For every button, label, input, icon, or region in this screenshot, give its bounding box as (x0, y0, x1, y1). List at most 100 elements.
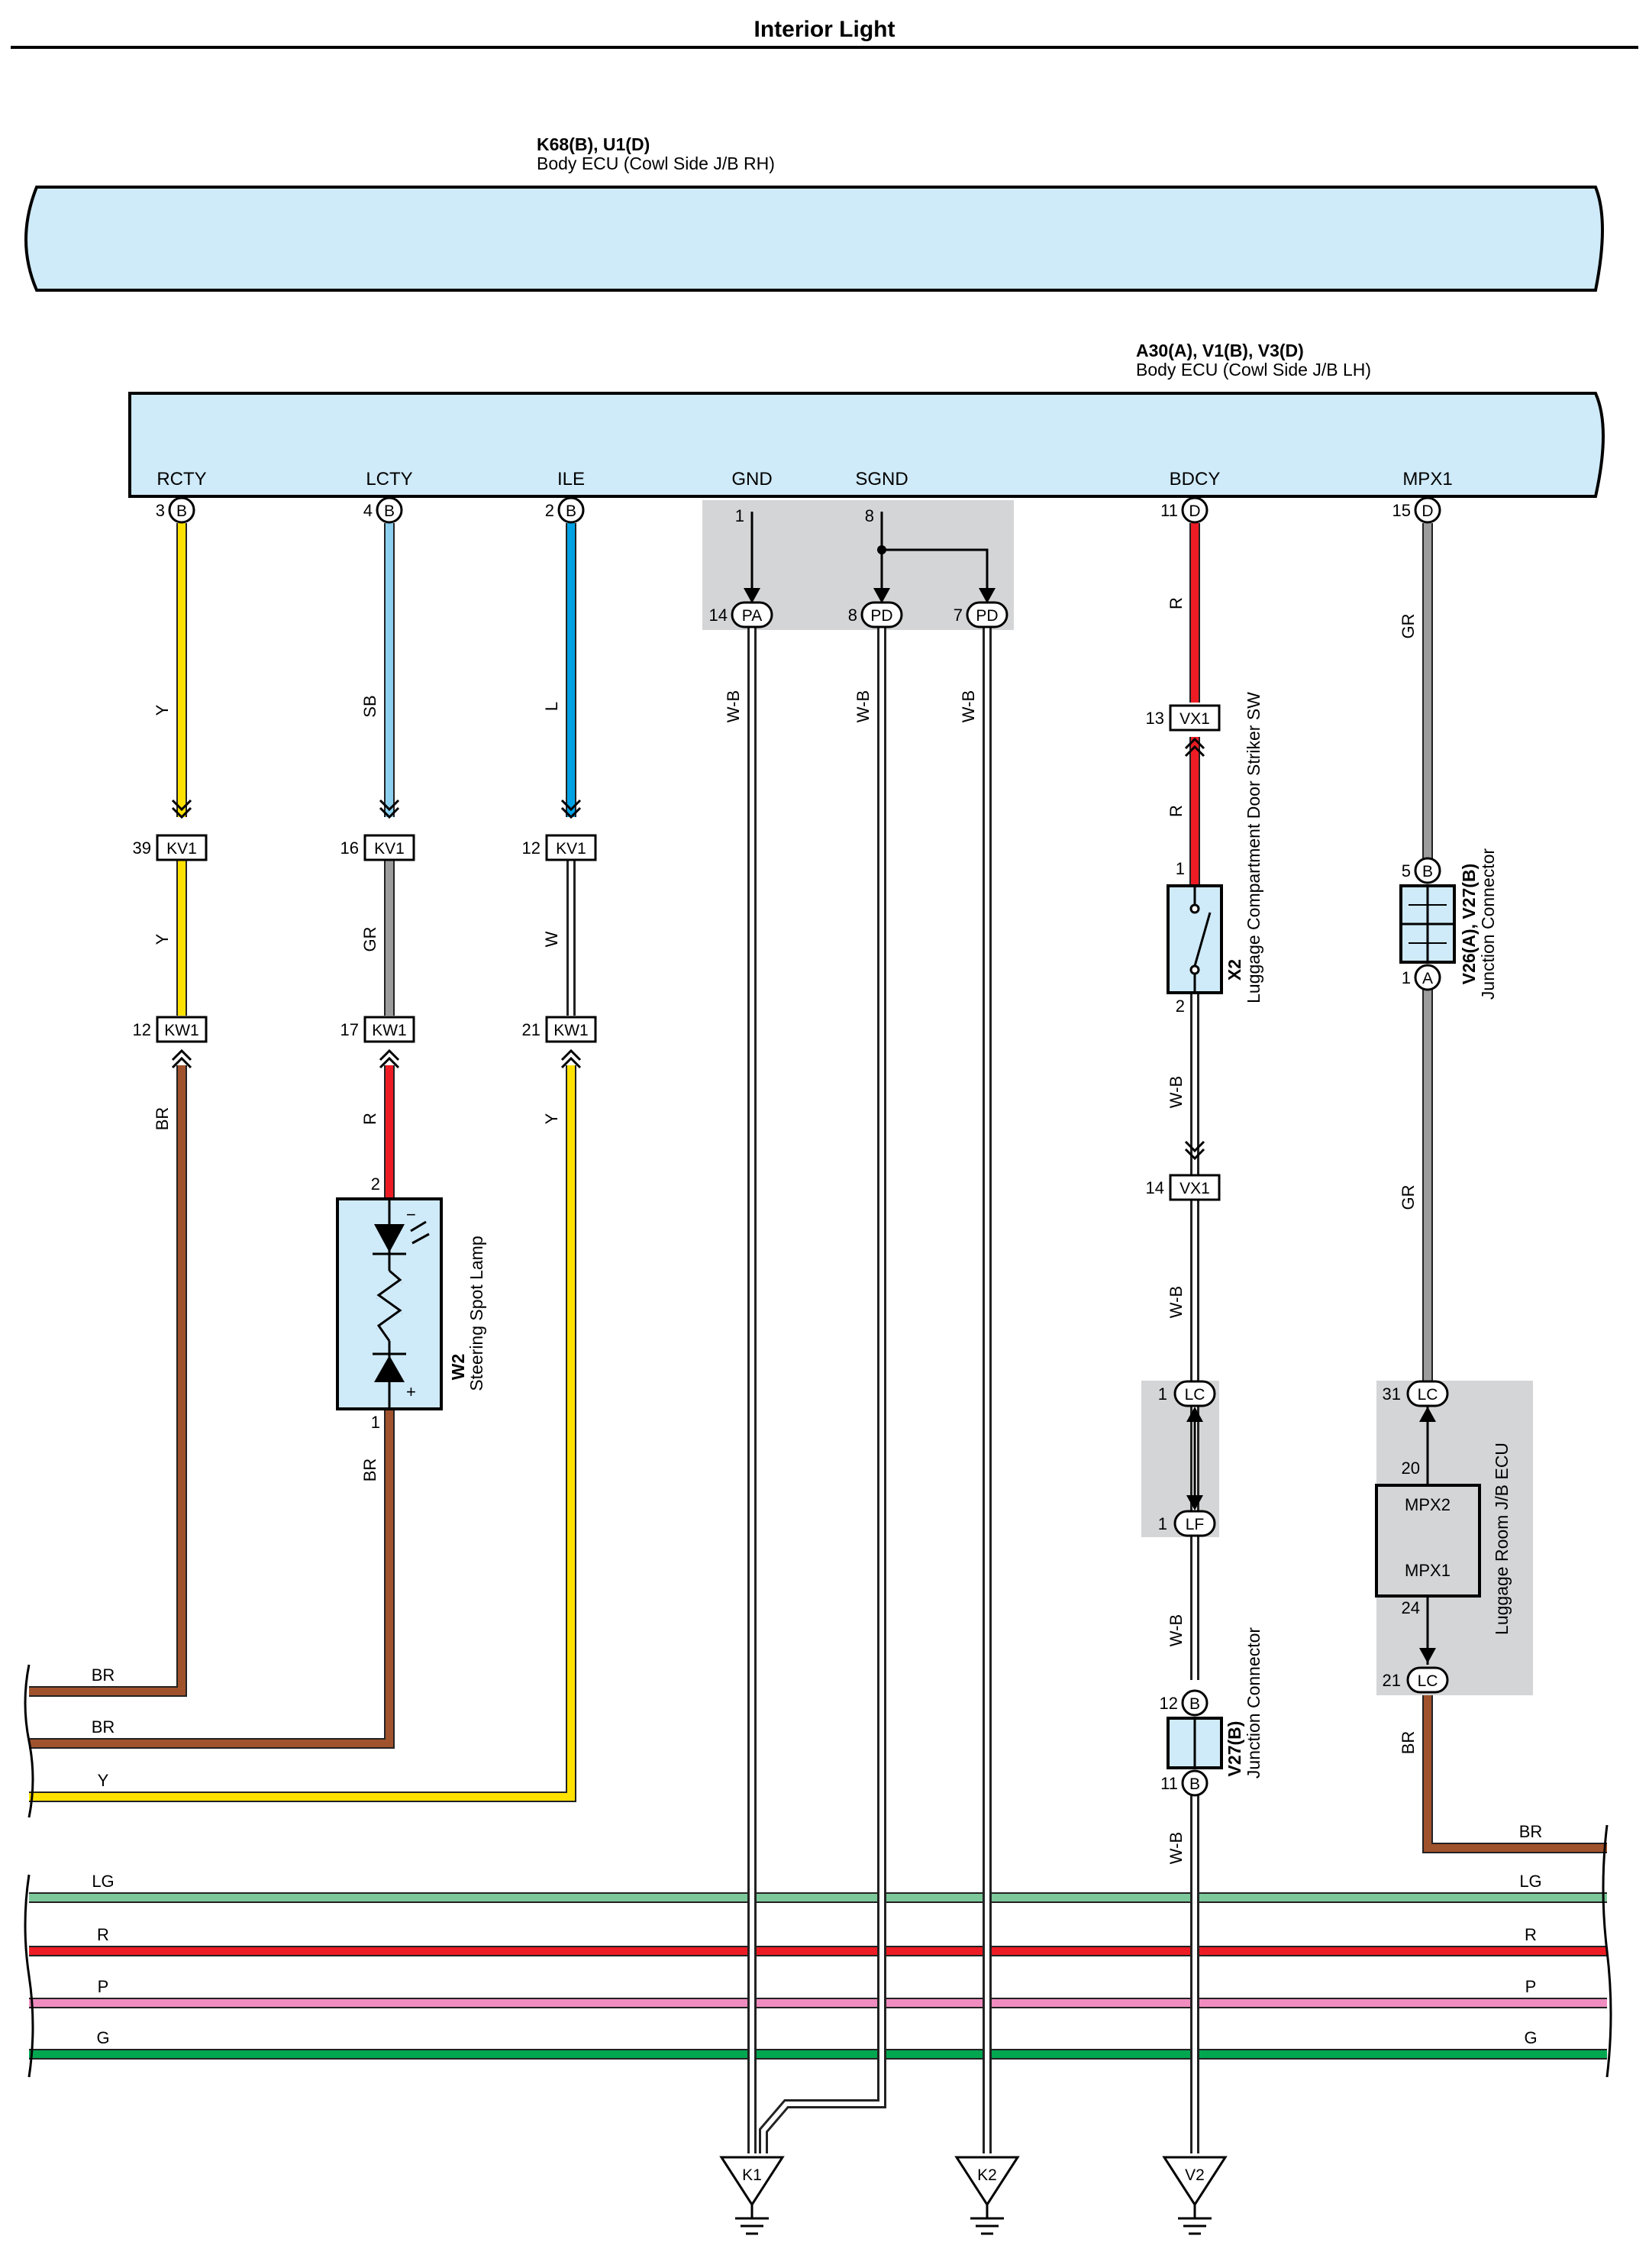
chevron-up-icon (1184, 745, 1205, 758)
chevron-down-icon (379, 806, 400, 819)
wire-mpx-3 (1424, 1695, 1607, 1852)
pin-number: 11 (1160, 1774, 1178, 1793)
wire-color-label: Y (153, 933, 172, 945)
bus-color-label: P (98, 1977, 109, 1996)
terminal-label: RCTY (157, 469, 206, 489)
junction-v27-code: V27(B) (1225, 1721, 1244, 1777)
junction-v27-name: Junction Connector (1244, 1627, 1263, 1779)
bus-color-label: Y (98, 1771, 109, 1790)
pin-number: 2 (545, 501, 554, 520)
connector-circle (557, 496, 585, 524)
connector-pill (966, 601, 1008, 628)
wire-color-label: W-B (959, 690, 978, 722)
pin-number: 12 (1160, 1694, 1178, 1713)
bus-color-label: BR (92, 1665, 115, 1685)
wire-color-label: W-B (1167, 1076, 1186, 1108)
junction-v26-name: Junction Connector (1478, 848, 1498, 1000)
connector-pill (731, 601, 773, 628)
pin-number: 2 (1176, 997, 1185, 1016)
connector-code: LC (1185, 1386, 1205, 1404)
chevron-up-icon (560, 1056, 582, 1069)
arrow-down-icon (1186, 1495, 1203, 1510)
lamp-plus: + (406, 1382, 416, 1401)
bus-color-label: P (1525, 1977, 1537, 1996)
wire-color-label: W (542, 931, 561, 947)
ground-code: K1 (742, 2166, 762, 2184)
page-title: Interior Light (754, 17, 895, 42)
connector-box (363, 834, 415, 861)
connector-code: PA (742, 607, 762, 625)
luggage-ecu-name: Luggage Room J/B ECU (1492, 1443, 1512, 1635)
pin-number: 15 (1392, 501, 1411, 520)
connector-code: KW1 (553, 1022, 589, 1039)
pin-number: 14 (1146, 1178, 1164, 1197)
connector-box (545, 834, 597, 861)
connector-code: PD (976, 607, 998, 625)
connector-letter: D (1189, 502, 1200, 520)
wire-color-label: W-B (724, 690, 743, 722)
connector-circle (168, 496, 195, 524)
pin-number: 14 (709, 606, 728, 625)
wire-color-label: R (1167, 597, 1186, 609)
chevron-down-icon (560, 806, 582, 819)
arrow-up-icon (1419, 1407, 1436, 1422)
pin-number: 1 (735, 506, 744, 525)
arrow-up-icon (1186, 1407, 1203, 1422)
wire-color-label: Y (542, 1113, 561, 1124)
connector-pill (1406, 1666, 1449, 1694)
arrow-down-icon (979, 588, 996, 603)
wire-color-label: W-B (1167, 1286, 1186, 1318)
ecu-rh-code: K68(B), U1(D) (537, 134, 650, 154)
connector-code: VX1 (1179, 1180, 1210, 1197)
wire-color-label: Y (153, 704, 172, 716)
chevron-down-icon (1184, 1148, 1205, 1161)
wire-rcty-3 (29, 1065, 186, 1695)
wire-ile-3 (29, 1065, 575, 1801)
chevron-down-icon (171, 799, 192, 812)
connector-circle (376, 496, 403, 524)
ecu-lh-name: Body ECU (Cowl Side J/B LH) (1136, 360, 1371, 380)
connector-box (545, 1016, 597, 1043)
switch-blade (1193, 912, 1212, 967)
pin-number: 31 (1383, 1384, 1401, 1404)
chevron-down-icon (560, 799, 582, 812)
connector-box (156, 1016, 208, 1043)
chevron-up-icon (379, 1048, 400, 1061)
pin-number: 2 (371, 1174, 380, 1194)
wire-color-label: W-B (1167, 1614, 1186, 1646)
pin-number: 17 (340, 1020, 359, 1039)
connector-circle (1414, 496, 1441, 524)
left-bus-break-mark (24, 1874, 34, 2078)
pin-number: 4 (363, 501, 373, 520)
bus-color-label: BR (1519, 1822, 1543, 1841)
pin-number: 1 (1176, 859, 1185, 878)
connector-letter: B (176, 502, 187, 520)
chevron-down-icon (1184, 1140, 1205, 1153)
pin-number: 7 (954, 606, 963, 625)
wire-color-label: BR (1399, 1731, 1418, 1755)
terminal-label: SGND (855, 469, 908, 489)
splice-dot (877, 545, 886, 554)
pin-number: 8 (865, 506, 874, 525)
door-switch-name: Luggage Compartment Door Striker SW (1244, 692, 1263, 1003)
sgnd-branch (882, 548, 989, 603)
chevron-down-icon (171, 806, 192, 819)
wire-color-label: GR (360, 927, 379, 952)
switch-contact (1189, 964, 1200, 975)
resistor-icon (376, 1269, 402, 1342)
luggage-ecu-box (1375, 1484, 1481, 1598)
light-ray-icon (410, 1220, 427, 1233)
bus-color-label: LG (1519, 1872, 1541, 1891)
connector-box (156, 834, 208, 861)
connector-code: PD (870, 607, 892, 625)
wire-color-label: L (542, 702, 561, 711)
wire-color-label: GR (1399, 614, 1418, 639)
connector-circle (1414, 964, 1441, 991)
connector-box (1169, 704, 1221, 732)
pin-number: 16 (340, 838, 359, 858)
connector-letter: B (1189, 1695, 1200, 1713)
pin-number: 13 (1146, 709, 1164, 728)
terminal-label: BDCY (1170, 469, 1221, 489)
body-ecu-rh-box (24, 186, 1604, 292)
wire-color-label: SB (360, 695, 379, 717)
